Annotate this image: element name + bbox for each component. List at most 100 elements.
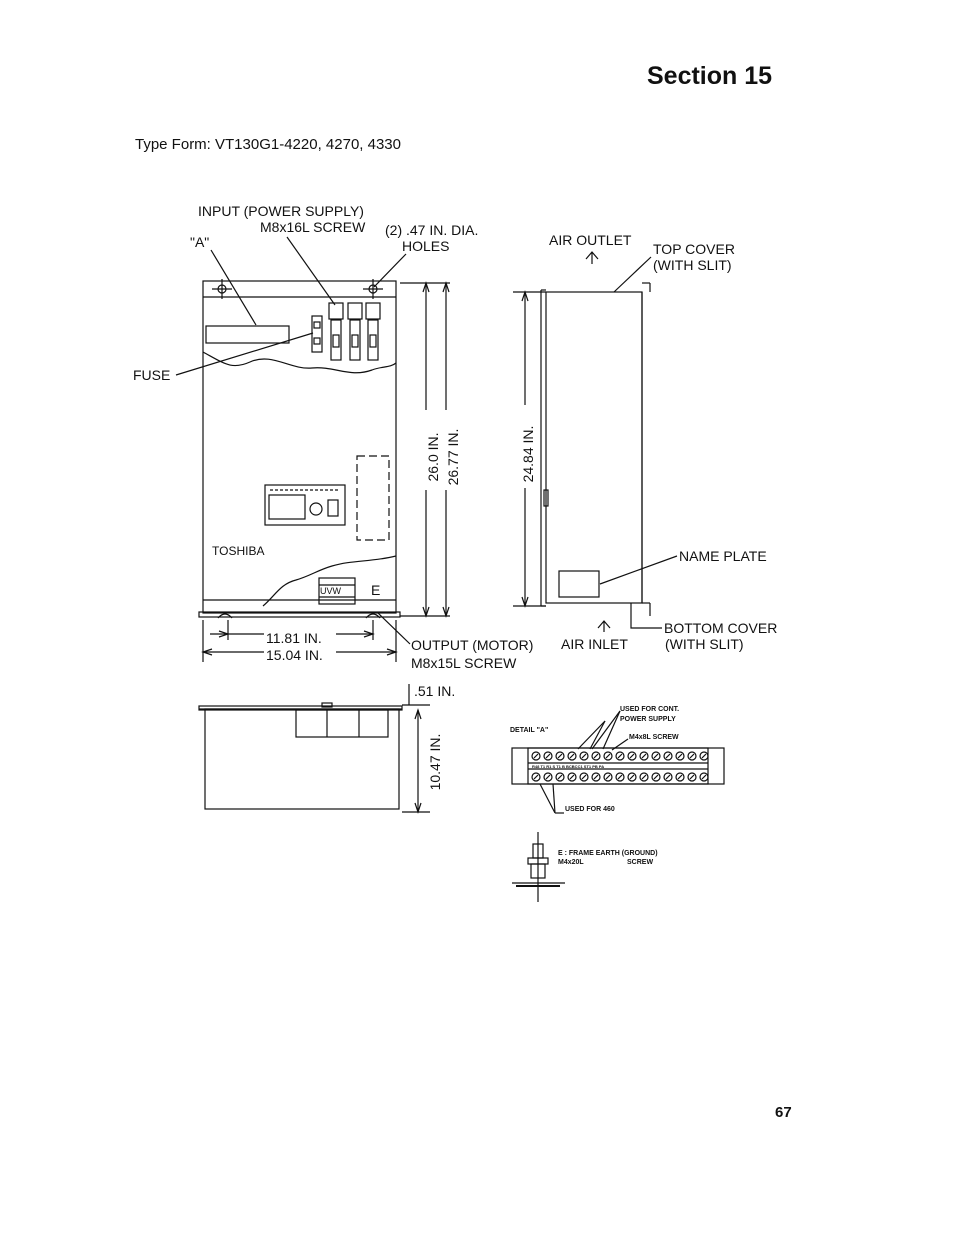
terminal-screw-icon: [687, 751, 697, 761]
detail-a-terminal-strip: [511, 747, 725, 785]
terminal-screw-slot: [665, 753, 671, 759]
terminal-screw-slot: [665, 774, 671, 780]
terminal-screw-icon: [687, 772, 697, 782]
terminal-screw-slot: [653, 774, 659, 780]
terminal-screw-slot: [617, 774, 623, 780]
terminal-screw-icon: [627, 772, 637, 782]
terminal-screw-icon: [651, 751, 661, 761]
output-motor-label: OUTPUT (MOTOR): [411, 637, 534, 653]
terminal-screw-slot: [629, 774, 635, 780]
terminal-screw-slot: [581, 753, 587, 759]
used-for-cont-label: USED FOR CONT.: [620, 706, 680, 713]
brand-label: TOSHIBA: [212, 544, 265, 558]
output-screw-label: M8x15L SCREW: [411, 655, 517, 671]
frame-earth-label: E : FRAME EARTH (GROUND): [558, 850, 658, 857]
earth-screw-label: SCREW: [627, 859, 654, 866]
width-inner-dimension: 11.81 IN.: [266, 630, 322, 646]
air-inlet-label: AIR INLET: [561, 636, 628, 652]
top-cover-label: TOP COVER: [653, 241, 735, 257]
terminal-screw-slot: [677, 774, 683, 780]
front-view-dimensions: [201, 281, 450, 662]
terminal-screw-slot: [593, 753, 599, 759]
terminal-screw-icon: [531, 751, 541, 761]
terminal-screw-icon: [603, 751, 613, 761]
fuse-label: FUSE: [133, 367, 171, 383]
holes-label: HOLES: [402, 238, 450, 254]
terminal-screw-icon: [591, 751, 601, 761]
earth-marker: E: [371, 582, 381, 598]
bottom-cover-slit-label: (WITH SLIT): [665, 636, 744, 652]
terminal-screw-slot: [689, 774, 695, 780]
front-view-leaders: [175, 236, 411, 645]
terminal-screw-icon: [615, 772, 625, 782]
name-plate-label: NAME PLATE: [679, 548, 767, 564]
terminal-screws: [531, 751, 709, 782]
terminal-screw-slot: [545, 753, 551, 759]
terminal-screw-icon: [675, 751, 685, 761]
detail-a-label: DETAIL "A": [510, 727, 549, 734]
terminal-screw-slot: [641, 774, 647, 780]
air-outlet-label: AIR OUTLET: [549, 232, 632, 248]
terminal-screw-slot: [545, 774, 551, 780]
terminal-screw-slot: [677, 753, 683, 759]
terminal-screw-slot: [533, 774, 539, 780]
used-for-460-label: USED FOR 460: [565, 806, 615, 813]
terminal-screw-icon: [543, 751, 553, 761]
terminal-screw-slot: [581, 774, 587, 780]
terminal-screw-slot: [557, 774, 563, 780]
terminal-screw-label: M4x8L SCREW: [629, 734, 679, 741]
terminal-screw-slot: [605, 774, 611, 780]
terminal-screw-icon: [615, 751, 625, 761]
side-view-dimensions: [513, 290, 546, 608]
terminal-screw-icon: [543, 772, 553, 782]
page-number: 67: [775, 1104, 792, 1121]
terminal-screw-icon: [639, 772, 649, 782]
type-form-label: Type Form: VT130G1-4220, 4270, 4330: [135, 136, 401, 153]
terminal-screw-icon: [591, 772, 601, 782]
input-screw-label: M8x16L SCREW: [260, 219, 366, 235]
terminal-screw-icon: [555, 772, 565, 782]
holes-quantity-label: (2) .47 IN. DIA.: [385, 222, 479, 238]
earth-screw-size: M4x20L: [558, 859, 584, 866]
terminal-screw-slot: [701, 753, 707, 759]
terminal-screw-icon: [579, 751, 589, 761]
terminal-screw-icon: [663, 751, 673, 761]
input-power-supply-label: INPUT (POWER SUPPLY): [198, 203, 364, 219]
terminal-screw-icon: [567, 772, 577, 782]
terminal-screw-slot: [653, 753, 659, 759]
power-supply-label: POWER SUPPLY: [620, 716, 676, 723]
air-outlet-arrow-icon: [585, 251, 599, 264]
terminal-screw-slot: [569, 753, 575, 759]
terminal-screw-icon: [567, 751, 577, 761]
terminal-screw-slot: [605, 753, 611, 759]
detail-a-marker: "A": [190, 234, 210, 250]
top-cover-slit-label: (WITH SLIT): [653, 257, 732, 273]
front-view-enclosure: [198, 279, 401, 619]
terminal-screw-icon: [651, 772, 661, 782]
terminal-row-labels: R48 T1 R1 S T1 B BCBCC1 ST1 PB PA: [532, 764, 605, 769]
terminal-screw-slot: [701, 774, 707, 780]
terminal-screw-slot: [593, 774, 599, 780]
terminal-screw-slot: [617, 753, 623, 759]
terminal-screw-slot: [689, 753, 695, 759]
detail-a-leaders: [539, 710, 629, 814]
terminal-screw-icon: [531, 772, 541, 782]
terminal-screw-icon: [627, 751, 637, 761]
terminal-screw-icon: [699, 751, 709, 761]
width-outer-dimension: 15.04 IN.: [266, 647, 323, 663]
section-title: Section 15: [647, 62, 773, 90]
terminal-screw-slot: [533, 753, 539, 759]
terminal-screw-icon: [579, 772, 589, 782]
air-inlet-arrow-icon: [597, 620, 611, 632]
terminal-screw-icon: [639, 751, 649, 761]
terminal-screw-slot: [569, 774, 575, 780]
bottom-view-enclosure: [198, 702, 403, 810]
terminal-screw-icon: [555, 751, 565, 761]
terminal-screw-icon: [675, 772, 685, 782]
side-view-enclosure: [540, 282, 651, 616]
terminal-screw-slot: [557, 753, 563, 759]
terminal-screw-icon: [699, 772, 709, 782]
terminal-screw-icon: [663, 772, 673, 782]
terminal-screw-icon: [603, 772, 613, 782]
